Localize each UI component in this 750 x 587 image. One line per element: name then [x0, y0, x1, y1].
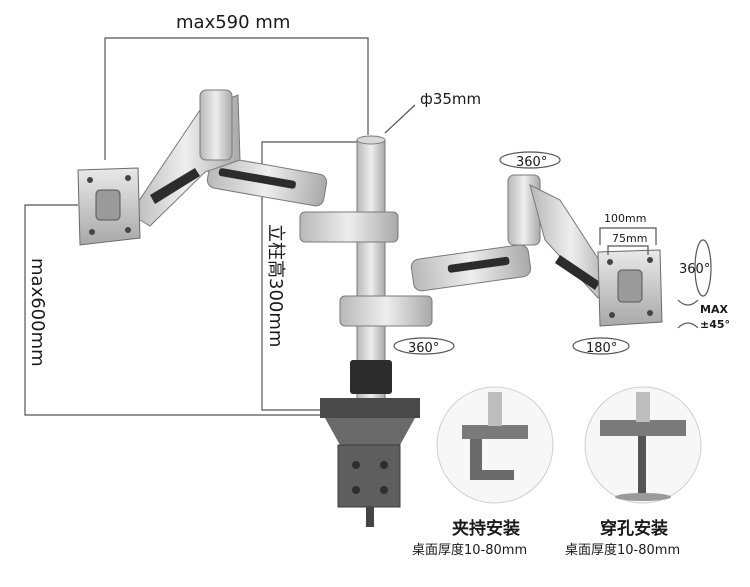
rotation-arrow-icon [393, 151, 712, 355]
tilt-arrows-icon [677, 299, 699, 329]
head-rotate-label: 360° [679, 262, 710, 277]
clamp-install-title: 夹持安装 [452, 518, 520, 539]
vesa-outer-label: 100mm [604, 212, 646, 225]
tilt-value-label: ±45° [700, 318, 730, 331]
desk-clamp [320, 398, 420, 527]
tilt-max-label: MAX [700, 303, 728, 316]
pole-height-lines [261, 141, 360, 411]
vesa-inner-label: 75mm [612, 232, 647, 245]
arm-top-rotation-label: 360° [516, 155, 547, 170]
head-swivel-label: 180° [586, 341, 617, 356]
pole-diameter-label: ф35mm [420, 90, 481, 108]
center-pole [350, 135, 392, 401]
right-gas-arm [507, 174, 613, 299]
max-height-label: max600mm [27, 258, 48, 367]
right-vesa-plate [597, 249, 663, 327]
clamp-install-detail [436, 386, 554, 504]
vesa-dimension-lines [599, 227, 657, 255]
lower-arm-mount [339, 244, 532, 327]
height-dimension-lines [24, 204, 320, 416]
arm-reach-label: max590 mm [176, 12, 290, 33]
arm-base-rotation-label: 360° [408, 341, 439, 356]
grommet-install-detail [584, 386, 702, 504]
pole-height-label: 立柱高300mm [265, 224, 286, 347]
clamp-install-subtitle: 桌面厚度10-80mm [412, 542, 527, 558]
grommet-install-subtitle: 桌面厚度10-80mm [565, 542, 680, 558]
left-vesa-plate [77, 167, 141, 246]
pole-diameter-leader [384, 104, 416, 134]
grommet-install-title: 穿孔安装 [600, 518, 668, 539]
reach-dimension-lines [104, 37, 369, 160]
left-gas-arm [129, 89, 241, 227]
upper-arm-mount [206, 155, 399, 243]
